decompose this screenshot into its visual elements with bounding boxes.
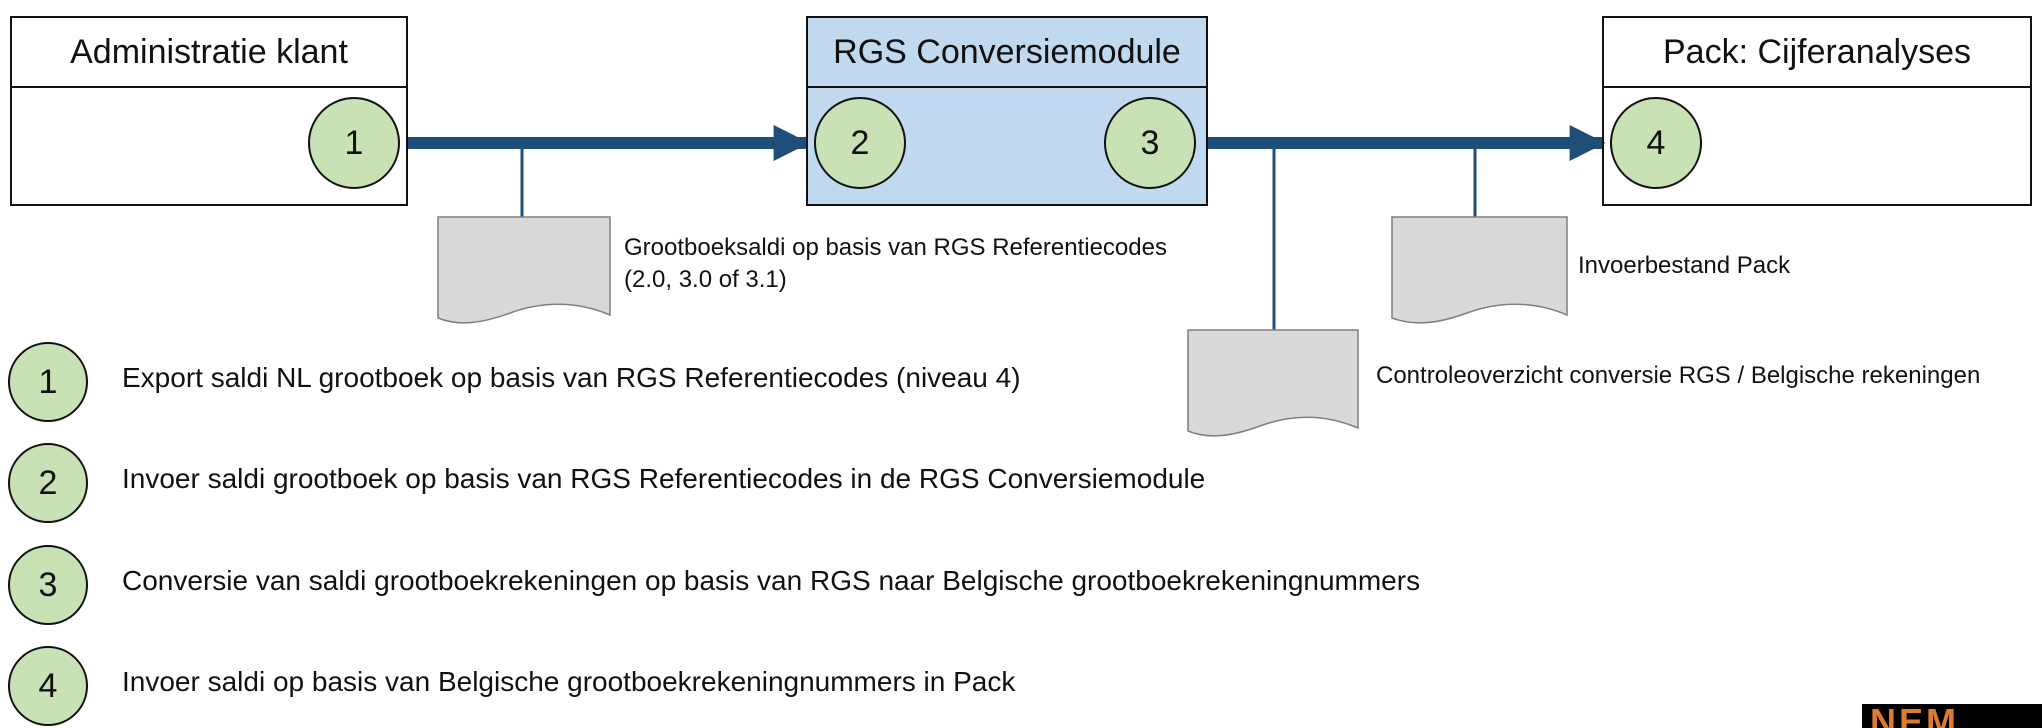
- legend-text-1: Export saldi NL grootboek op basis van R…: [122, 362, 1021, 393]
- box-pack-cijferanalyses: Pack: Cijferanalyses: [1602, 16, 2032, 206]
- document-icon-controleoverzicht: [1187, 329, 1359, 437]
- company-logo: NEM: [1862, 704, 2042, 728]
- legend-text-3: Conversie van saldi grootboekrekeningen …: [122, 565, 1421, 596]
- step-circle-2: 2: [814, 97, 906, 189]
- legend-circle-4: 4: [8, 646, 88, 726]
- document-icon-grootboeksaldi: [437, 216, 611, 324]
- legend-text-2: Invoer saldi grootboek op basis van RGS …: [122, 463, 1206, 494]
- legend-text-4: Invoer saldi op basis van Belgische groo…: [122, 666, 1016, 697]
- document-label-controleoverzicht: Controleoverzicht conversie RGS / Belgis…: [1376, 362, 1981, 389]
- box-administratie-klant: Administratie klant: [10, 16, 408, 206]
- box-title: Pack: Cijferanalyses: [1604, 18, 2030, 88]
- step-circle-1: 1: [308, 97, 400, 189]
- document-icon-invoerbestand: [1391, 216, 1568, 324]
- box-title: Administratie klant: [12, 18, 406, 88]
- step-circle-4: 4: [1610, 97, 1702, 189]
- box-title: RGS Conversiemodule: [808, 18, 1206, 88]
- legend-circle-3: 3: [8, 545, 88, 625]
- legend-circle-1: 1: [8, 342, 88, 422]
- document-label-grootboeksaldi: Grootboeksaldi op basis van RGS Referent…: [624, 234, 1167, 293]
- step-circle-3: 3: [1104, 97, 1196, 189]
- legend-circle-2: 2: [8, 443, 88, 523]
- document-label-invoerbestand: Invoerbestand Pack: [1578, 252, 1791, 279]
